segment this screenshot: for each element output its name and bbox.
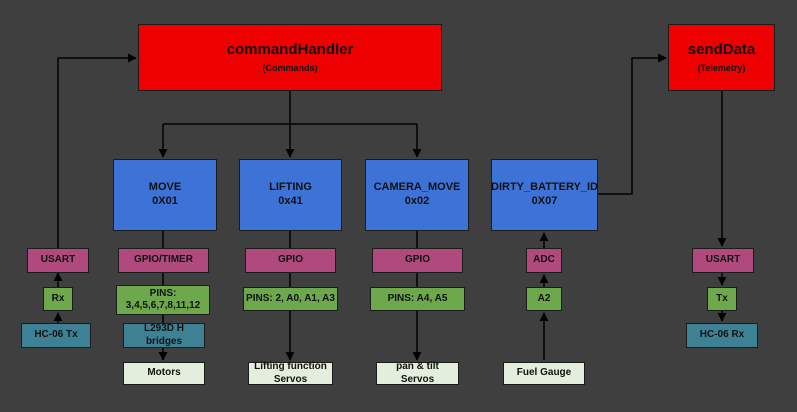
lifting-gpio-box: GPIO: [245, 248, 336, 273]
camera-move-module-box: CAMERA_MOVE 0x02: [365, 159, 469, 231]
dirty-battery-module-code: 0X07: [531, 195, 558, 207]
arrow-dirty-battery-to-senddata: [598, 53, 667, 195]
command-handler-title: commandHandler: [226, 41, 354, 58]
camera-move-module-code: 0x02: [404, 195, 430, 207]
pan-tilt-servos-box: pan & tilt Servos: [376, 361, 459, 385]
usart-left-box: USART: [27, 248, 89, 273]
camera-output-line2: Servos: [400, 373, 435, 385]
l293d-driver-box: L293D H bridges: [123, 323, 205, 348]
send-data-title: sendData: [687, 41, 756, 58]
adc-box: ADC: [526, 248, 562, 273]
lifting-module-code: 0x41: [278, 195, 303, 207]
camera-move-module-name: CAMERA_MOVE: [373, 181, 461, 194]
arrow-usart-to-commandhandler: [57, 53, 137, 248]
tx-box: Tx: [707, 287, 737, 311]
rx-box: Rx: [43, 287, 73, 311]
lifting-module-box: LIFTING 0x41: [239, 159, 342, 231]
lifting-module-name: LIFTING: [269, 181, 312, 194]
move-pins-line1: PINS:: [149, 287, 177, 299]
dirty-battery-module-name: DIRTY_BATTERY_ID: [491, 181, 598, 194]
send-data-box: sendData (Telemetry): [668, 24, 775, 91]
gpio-timer-box: GPIO/TIMER: [118, 248, 209, 273]
driver-line1: L293D H: [143, 323, 184, 334]
a2-box: A2: [526, 287, 562, 311]
move-module-box: MOVE 0X01: [113, 159, 217, 231]
send-data-subtitle: (Telemetry): [697, 62, 746, 73]
command-handler-subtitle: (Commands): [262, 62, 318, 73]
driver-line2: bridges: [145, 335, 183, 347]
hc06-tx-box: HC-06 Tx: [21, 323, 91, 348]
lifting-output-line1: Lifting function: [254, 361, 327, 372]
move-pins-line2: 3,4,5,6,7,8,11,12: [125, 300, 201, 311]
fuel-gauge-box: Fuel Gauge: [503, 362, 585, 385]
command-handler-box: commandHandler (Commands): [138, 24, 442, 91]
camera-pins-box: PINS: A4, A5: [370, 287, 465, 311]
camera-gpio-box: GPIO: [372, 248, 463, 273]
usart-right-box: USART: [692, 248, 754, 273]
move-pins-box: PINS: 3,4,5,6,7,8,11,12: [116, 285, 210, 315]
motors-box: Motors: [123, 362, 205, 385]
lifting-pins-box: PINS: 2, A0, A1, A3: [243, 287, 338, 311]
lifting-output-line2: Servos: [273, 373, 308, 385]
move-module-code: 0X01: [152, 195, 178, 207]
camera-output-line1: pan & tilt: [396, 361, 439, 372]
move-module-name: MOVE: [148, 181, 182, 194]
hc06-rx-box: HC-06 Rx: [686, 323, 758, 348]
lifting-servos-box: Lifting function Servos: [248, 361, 333, 385]
dirty-battery-module-box: DIRTY_BATTERY_ID 0X07: [491, 159, 598, 231]
